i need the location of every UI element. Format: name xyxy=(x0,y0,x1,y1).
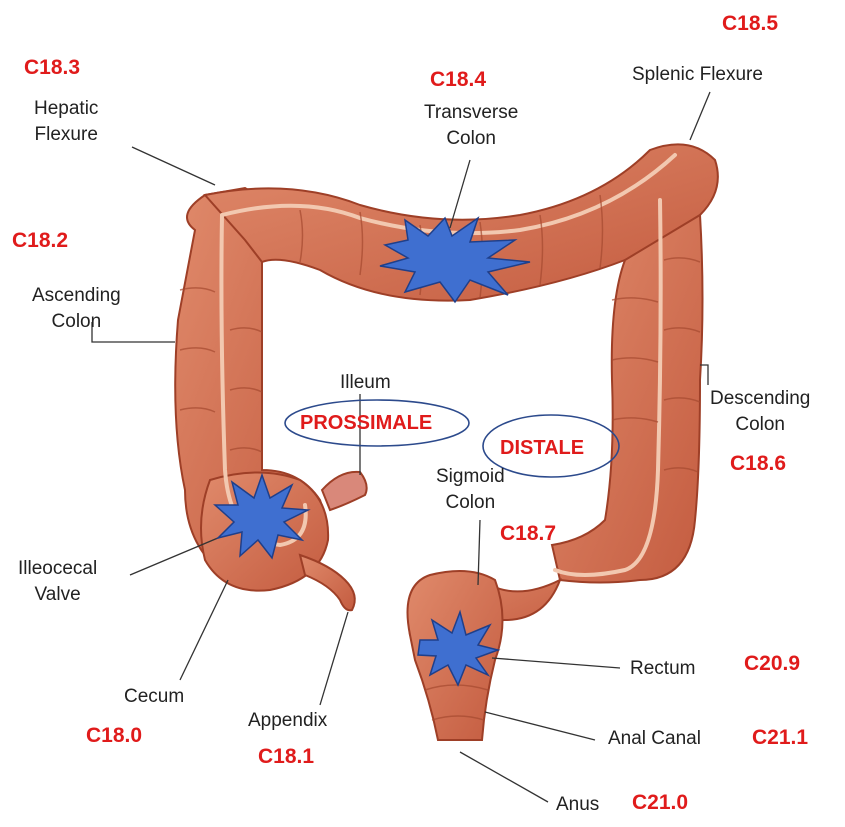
code-anus: C21.0 xyxy=(632,791,688,815)
code-descending-colon: C18.6 xyxy=(730,452,786,476)
appendix-shape xyxy=(300,555,355,610)
leader-anal-canal xyxy=(485,712,595,740)
leader-transverse-colon xyxy=(450,160,470,228)
label-illeocecal-valve-line1: Illeocecal xyxy=(18,556,97,582)
region-distale-label: DISTALE xyxy=(500,437,584,460)
label-cecum: Cecum xyxy=(124,684,184,710)
label-hepatic-flexure-line1: Hepatic xyxy=(34,96,98,122)
label-anus: Anus xyxy=(556,792,599,818)
leader-rectum xyxy=(492,658,620,668)
label-descending-colon: Descending Colon xyxy=(710,386,810,438)
label-transverse-colon-line1: Transverse xyxy=(424,100,518,126)
label-splenic-flexure: Splenic Flexure xyxy=(632,62,763,88)
code-rectum: C20.9 xyxy=(744,652,800,676)
label-appendix: Appendix xyxy=(248,708,327,734)
leader-splenic-flexure xyxy=(690,92,710,140)
label-anal-canal: Anal Canal xyxy=(608,726,701,752)
region-prossimale-label: PROSSIMALE xyxy=(300,412,432,435)
code-splenic-flexure: C18.5 xyxy=(722,12,778,36)
code-anal-canal: C21.1 xyxy=(752,726,808,750)
leader-anus xyxy=(460,752,548,802)
label-illeocecal-valve: Illeocecal Valve xyxy=(18,556,97,608)
label-illeocecal-valve-line2: Valve xyxy=(18,582,97,608)
code-sigmoid-colon: C18.7 xyxy=(500,522,556,546)
label-ascending-colon-line1: Ascending xyxy=(32,283,121,309)
code-ascending-colon: C18.2 xyxy=(12,229,68,253)
label-ascending-colon: Ascending Colon xyxy=(32,283,121,335)
label-hepatic-flexure-line2: Flexure xyxy=(34,122,98,148)
ileum-shape xyxy=(322,472,367,510)
label-sigmoid-colon-line1: Sigmoid xyxy=(436,464,505,490)
label-hepatic-flexure: Hepatic Flexure xyxy=(34,96,98,148)
label-transverse-colon-line2: Colon xyxy=(424,126,518,152)
code-cecum: C18.0 xyxy=(86,724,142,748)
code-transverse-colon: C18.4 xyxy=(430,68,486,92)
label-transverse-colon: Transverse Colon xyxy=(424,100,518,152)
label-ascending-colon-line2: Colon xyxy=(32,309,121,335)
code-hepatic-flexure: C18.3 xyxy=(24,56,80,80)
leader-appendix xyxy=(320,612,348,705)
leader-cecum xyxy=(180,580,228,680)
label-descending-colon-line2: Colon xyxy=(710,412,810,438)
label-rectum: Rectum xyxy=(630,656,695,682)
code-appendix: C18.1 xyxy=(258,745,314,769)
label-illeum: Illeum xyxy=(340,370,391,396)
label-sigmoid-colon-line2: Colon xyxy=(436,490,505,516)
label-sigmoid-colon: Sigmoid Colon xyxy=(436,464,505,516)
label-descending-colon-line1: Descending xyxy=(710,386,810,412)
leader-hepatic-flexure xyxy=(132,147,215,185)
